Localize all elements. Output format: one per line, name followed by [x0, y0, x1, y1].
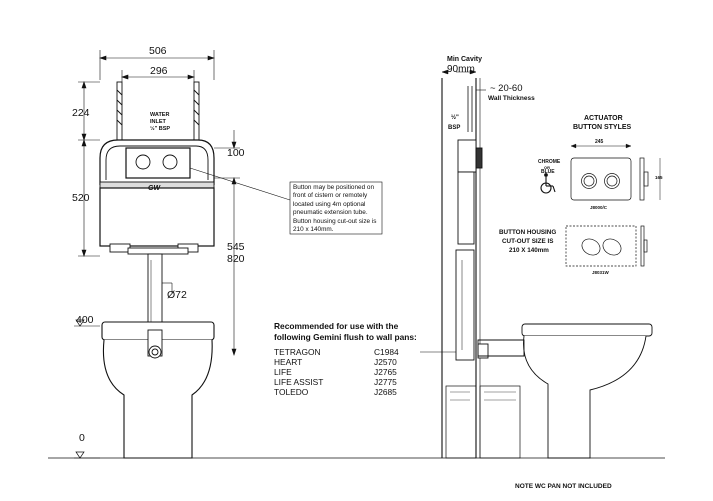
pan-code: J2765	[374, 367, 397, 377]
actuator-panels	[540, 143, 661, 267]
finish-line2: OR	[544, 165, 550, 170]
dim-top: 224	[72, 107, 90, 119]
pan-name: TETRAGON	[274, 347, 321, 357]
callout-box	[289, 181, 383, 235]
wheelchair-icon	[540, 173, 556, 194]
dim-0: 0	[79, 432, 85, 444]
bsp-label: BSP	[448, 125, 461, 131]
water-inlet-line2: INLET	[150, 119, 166, 125]
wall-thickness: Wall Thickness	[488, 95, 535, 102]
footer-note: NOTE WC PAN NOT INCLUDED	[515, 483, 612, 490]
min-cavity-label: Min Cavity	[447, 56, 483, 63]
pan-code: J2775	[374, 377, 397, 387]
finish-line1: CHROME	[538, 159, 561, 165]
pan-code: J2685	[374, 387, 397, 397]
wall-range: ~ 20-60	[490, 83, 523, 94]
dim-165: 165	[655, 175, 663, 180]
water-inlet-line1: WATER	[150, 112, 170, 118]
pan-name: HEART	[274, 357, 303, 367]
code-1: J8000/C	[590, 205, 608, 210]
finish-line3: BLUE	[541, 169, 555, 175]
housing-line1: BUTTON HOUSING	[499, 229, 557, 236]
rec-heading-2: following Gemini flush to wall pans:	[274, 332, 417, 342]
callout-note: Button may be positioned on front of cis…	[293, 184, 377, 234]
dimension-lines	[74, 50, 240, 459]
dim-245: 245	[595, 139, 604, 145]
side-section	[410, 69, 665, 459]
dim-400: 400	[76, 314, 94, 326]
side-pan	[477, 323, 653, 459]
toilet-pan	[101, 321, 215, 459]
pan-code: J2570	[374, 357, 397, 367]
code-2: J8031W	[592, 270, 609, 275]
actuator-title-1: ACTUATOR	[584, 115, 623, 122]
housing-line3: 210 X 140mm	[509, 247, 549, 254]
min-cavity-value: 90mm	[447, 64, 475, 75]
bsp-fraction: ½"	[451, 115, 459, 121]
water-inlet-line3: ½" BSP	[150, 126, 171, 132]
rec-heading-1: Recommended for use with the	[274, 321, 399, 331]
pan-code: C1984	[374, 347, 399, 357]
cistern	[99, 139, 291, 255]
pan-name: LIFE ASSIST	[274, 377, 324, 387]
brand-logo: GW	[148, 185, 161, 192]
actuator-title-2: BUTTON STYLES	[573, 124, 632, 131]
dim-cistern: 520	[72, 192, 90, 204]
left-elevation	[48, 50, 410, 459]
dim-width: 506	[149, 45, 167, 57]
dim-pipe: Ø72	[167, 289, 187, 301]
dim-820: 820	[227, 253, 245, 265]
dim-545: 545	[227, 241, 245, 253]
pan-name: LIFE	[274, 367, 292, 377]
housing-line2: CUT-OUT SIZE IS	[502, 238, 554, 245]
dim-bracket: 296	[150, 65, 168, 77]
dim-button: 100	[227, 147, 245, 159]
pan-name: TOLEDO	[274, 387, 309, 397]
